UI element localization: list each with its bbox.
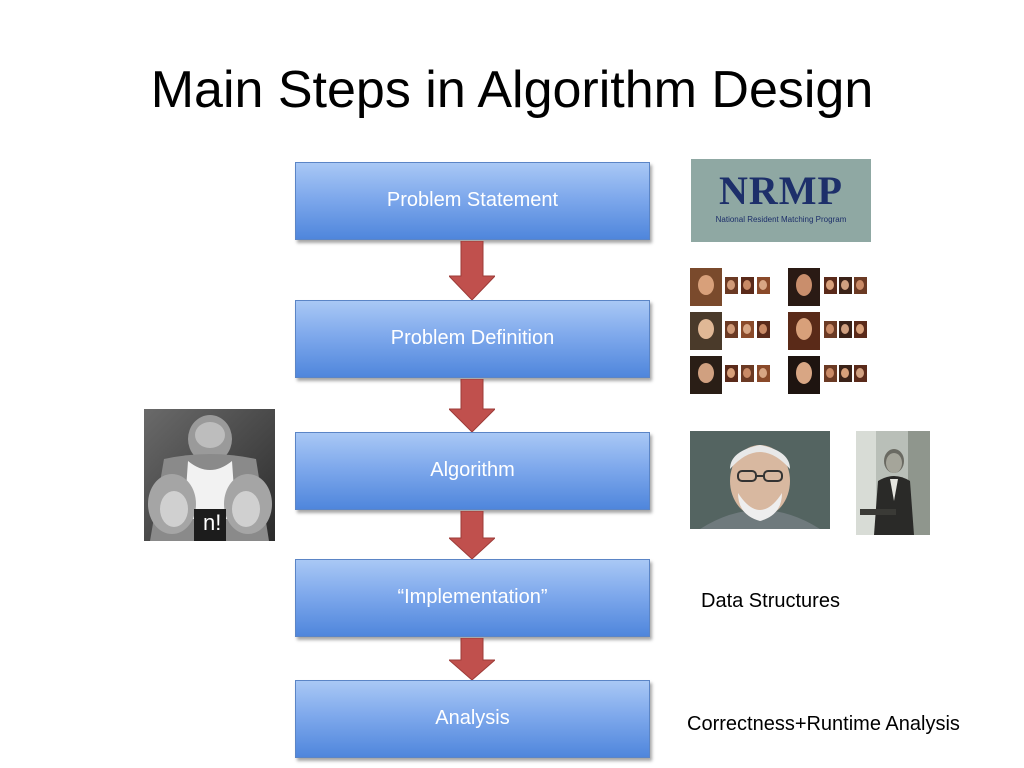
data-structures-label: Data Structures (701, 590, 840, 612)
matching-portraits-image (690, 268, 867, 394)
correctness-runtime-label: Correctness+Runtime Analysis (687, 713, 960, 735)
slide-title: Main Steps in Algorithm Design (150, 61, 874, 119)
flow-arrow-4 (449, 638, 495, 680)
nrmp-subtitle: National Resident Matching Program (715, 215, 847, 224)
man-at-desk-portrait (856, 431, 930, 535)
flow-arrow-1 (449, 241, 495, 300)
step-analysis: Analysis (295, 680, 650, 758)
flow-arrow-2 (449, 379, 495, 432)
factorial-label: n! (203, 510, 222, 535)
strongman-photo: n! (144, 409, 275, 541)
step-problem-statement: Problem Statement (295, 162, 650, 240)
step-algorithm: Algorithm (295, 432, 650, 510)
step-implementation: “Implementation” (295, 559, 650, 637)
nrmp-logo-text: NRMP (719, 168, 843, 213)
step-problem-definition: Problem Definition (295, 300, 650, 378)
bearded-man-portrait (690, 431, 830, 529)
flow-arrow-3 (449, 511, 495, 559)
nrmp-logo-image: NRMP National Resident Matching Program (691, 159, 871, 242)
